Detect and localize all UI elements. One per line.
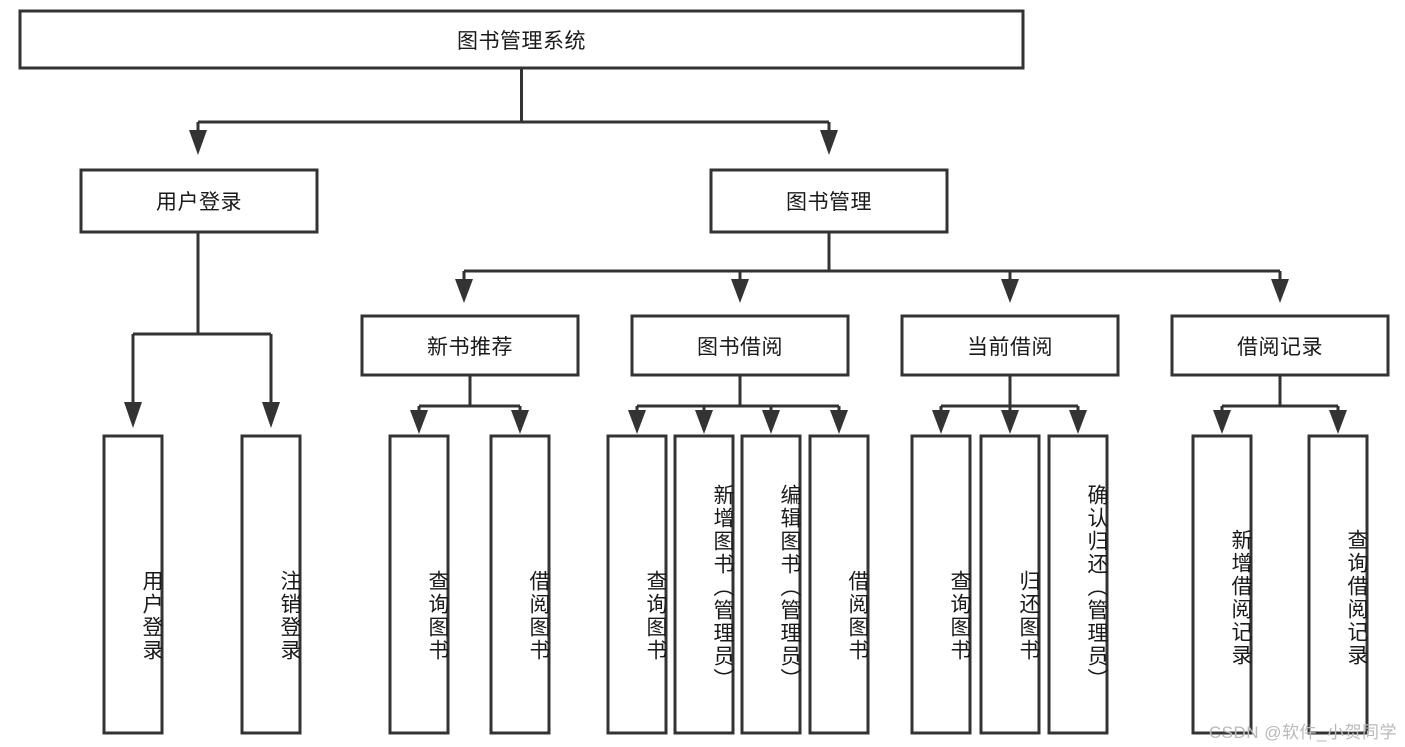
node-box-book-manage[interactable] [709,168,949,234]
node-box-current-borrow[interactable] [900,314,1120,377]
node-box-leaf-return-book[interactable] [979,434,1041,735]
node-box-borrow-record[interactable] [1170,314,1390,377]
arrowhead-leaf-user-logout [262,402,280,428]
node-box-leaf-query-book-3[interactable] [910,434,972,735]
edge-group-root-to-level2 [189,68,838,155]
arrowhead-leaf-confirm-return [1069,410,1087,434]
arrowhead-leaf-add-record [1213,410,1231,434]
node-box-leaf-add-book[interactable] [673,434,735,735]
arrowhead-leaf-return-book [1001,410,1019,434]
arrowhead-book-borrow [731,279,749,303]
node-box-leaf-query-book-1[interactable] [388,434,450,735]
node-box-leaf-query-record[interactable] [1307,434,1369,735]
node-box-leaf-confirm-return[interactable] [1047,434,1109,735]
node-box-leaf-edit-book[interactable] [740,434,802,735]
arrowhead-borrow-record [1271,279,1289,303]
edge-group-new-book-to-leaves [410,375,529,434]
node-box-leaf-borrow-book-2[interactable] [808,434,870,735]
edge-group-current-borrow-to-leaves [932,375,1087,434]
arrowhead-leaf-query-book-2 [628,410,646,434]
node-box-new-book-recommend[interactable] [360,314,580,377]
edge-group-user-login-to-leaves [124,232,280,428]
node-box-root[interactable] [18,9,1025,70]
arrowhead-leaf-add-book [695,410,713,434]
node-box-user-login[interactable] [79,168,319,234]
edge-group-book-manage-to-level3 [455,232,1289,303]
arrowhead-book-manage [820,130,838,155]
edge-group-book-borrow-to-leaves [628,375,848,434]
arrowhead-leaf-borrow-book-2 [830,410,848,434]
arrowhead-leaf-query-book-1 [410,410,428,434]
edge-group-borrow-record-to-leaves [1213,375,1347,434]
arrowhead-leaf-query-record [1329,410,1347,434]
node-box-leaf-add-record[interactable] [1191,434,1253,735]
arrowhead-leaf-query-book-3 [932,410,950,434]
node-box-leaf-user-logout[interactable] [240,434,302,735]
arrowhead-leaf-borrow-book-1 [511,410,529,434]
arrowhead-new-book [455,279,473,303]
node-box-book-borrow[interactable] [630,314,850,377]
node-box-leaf-borrow-book-1[interactable] [489,434,551,735]
node-box-leaf-user-login[interactable] [102,434,164,735]
node-box-leaf-query-book-2[interactable] [606,434,668,735]
arrowhead-leaf-edit-book [762,410,780,434]
arrowhead-current-borrow [1001,279,1019,303]
arrowhead-leaf-user-login [124,402,142,428]
arrowhead-user-login [189,130,207,155]
watermark-text: CSDN @软件_小贺同学 [1208,723,1397,742]
